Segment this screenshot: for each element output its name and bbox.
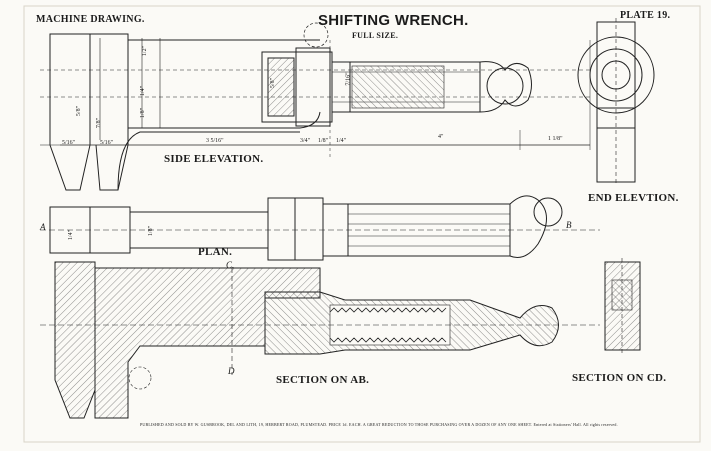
dim-plan-width: 1/4" bbox=[68, 229, 75, 241]
label-plan: PLAN. bbox=[198, 246, 233, 258]
dim-gap-1: 1/8" bbox=[318, 138, 329, 144]
publisher-imprint: PUBLISHED AND SOLD BY W. GUSBROOK, DEL A… bbox=[140, 422, 618, 427]
marker-a: A bbox=[40, 222, 46, 232]
section-cd-view bbox=[604, 258, 641, 355]
dim-nut-dia: 7/16" bbox=[345, 72, 352, 86]
dim-sliding-jaw: 5/16" bbox=[100, 140, 114, 146]
dim-bar-height-2: 1/8" bbox=[140, 107, 147, 119]
label-side-elevation: SIDE ELEVATION. bbox=[164, 153, 264, 165]
marker-b: B bbox=[566, 220, 572, 230]
scale-subtitle: FULL SIZE. bbox=[352, 31, 399, 40]
dim-jaw-thickness: 5/8" bbox=[76, 105, 83, 117]
sheet-border bbox=[23, 5, 701, 443]
section-ab-view bbox=[40, 261, 600, 419]
dim-collar: 3/4" bbox=[300, 138, 311, 144]
label-section-ab: SECTION ON AB. bbox=[276, 374, 370, 386]
dim-handle-length: 4" bbox=[438, 134, 444, 140]
label-end-elevation: END ELEVTION. bbox=[588, 192, 679, 204]
plan-view bbox=[40, 195, 600, 261]
label-section-cd: SECTION ON CD. bbox=[572, 372, 667, 384]
dim-jaw-gap: 7/8" bbox=[96, 117, 103, 129]
end-elevation-view bbox=[577, 18, 655, 185]
dim-end-length: 1 1/8" bbox=[548, 136, 563, 142]
series-title: MACHINE DRAWING. bbox=[36, 14, 145, 25]
dim-jaw-width: 5/16" bbox=[62, 140, 76, 146]
dim-nut-width: 5/8" bbox=[270, 77, 277, 89]
marker-c: C. bbox=[226, 260, 235, 270]
marker-d: D bbox=[228, 366, 235, 376]
dim-plan-bar: 1/8" bbox=[148, 225, 155, 237]
plate-number: PLATE 19. bbox=[620, 10, 671, 21]
dim-gap-2: 1/4" bbox=[336, 138, 347, 144]
side-elevation-view bbox=[40, 22, 591, 191]
page-title: SHIFTING WRENCH. bbox=[318, 12, 469, 29]
dim-bar-length: 3 5/16" bbox=[206, 138, 224, 144]
dim-bar-depth: 1/2" bbox=[142, 45, 149, 57]
dim-bar-height-1: 1/4" bbox=[140, 85, 147, 97]
